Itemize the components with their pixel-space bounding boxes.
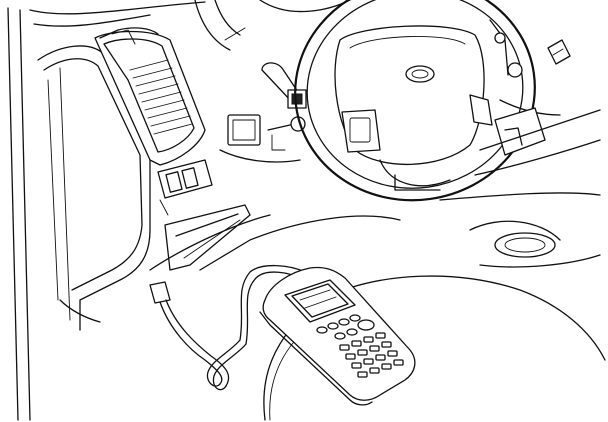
lower-dash-panel: [149, 204, 401, 271]
a-pillar: [7, 1, 206, 421]
switch-panel: [157, 159, 213, 216]
scan-tool: [259, 266, 416, 406]
dashboard-right: [439, 19, 601, 201]
diagnostic-cable: [149, 264, 306, 391]
steering-stalk: [261, 62, 307, 109]
center-air-vent: [94, 27, 206, 166]
vent-slats: [129, 59, 193, 135]
steering-wheel: [294, 0, 536, 202]
center-controls: [219, 114, 306, 163]
instrument-hood: [194, 0, 351, 51]
scan-tool-keypad: [316, 314, 404, 378]
dashboard-left-panel: [37, 45, 151, 331]
center-stack-lower: [469, 220, 601, 268]
